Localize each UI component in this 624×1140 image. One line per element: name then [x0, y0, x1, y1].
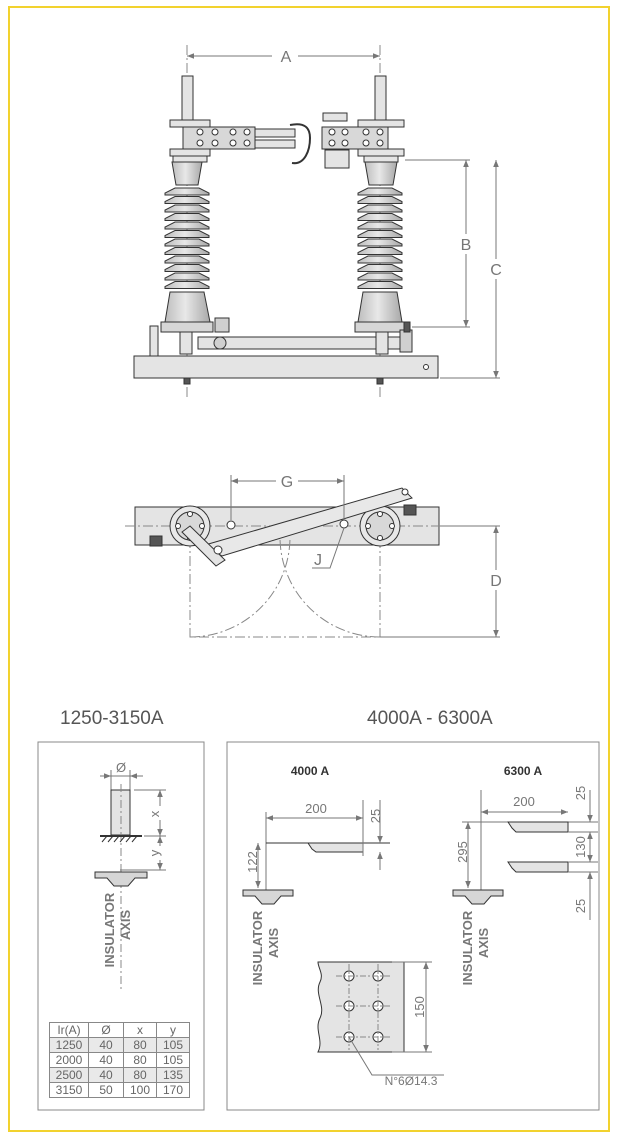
table-cell: 40 [88, 1037, 124, 1053]
insulator-shed [164, 221, 210, 230]
table-cell: 170 [156, 1082, 190, 1098]
dim-130: 130 [573, 836, 588, 858]
dim-a-label: A [281, 49, 292, 66]
rating-table: Ir(A) Ø x y 1250 40 80 105 2000 40 80 10… [49, 1022, 190, 1098]
dim-200-4000: 200 [305, 801, 327, 816]
table-cell: 105 [156, 1037, 190, 1053]
table-header: x [123, 1022, 157, 1038]
table-cell: 2000 [49, 1052, 89, 1068]
table-header: y [156, 1022, 190, 1038]
x-label: x [147, 810, 162, 817]
dim-d-label: D [490, 573, 502, 590]
table-cell: 50 [88, 1082, 124, 1098]
table-cell: 80 [123, 1037, 157, 1053]
table-cell: 40 [88, 1067, 124, 1083]
table-cell: 80 [123, 1067, 157, 1083]
top-view [125, 472, 504, 638]
table-header-row: Ir(A) Ø x y [49, 1022, 190, 1038]
insulator-shed [357, 221, 403, 230]
table-row: 2000 40 80 105 [49, 1052, 190, 1068]
label-4000a: 4000 A [291, 764, 330, 778]
insulator-shed [357, 187, 403, 196]
dim-c-label: C [490, 262, 502, 279]
table-cell: 135 [156, 1067, 190, 1083]
insulator-shed [164, 204, 210, 213]
right-6300-axis-label: AXIS [476, 928, 491, 959]
dim-200-6300: 200 [513, 794, 535, 809]
dim-150: 150 [412, 996, 427, 1018]
y-label: y [147, 849, 162, 856]
insulator-shed [357, 238, 403, 247]
insulator-shed [357, 255, 403, 264]
table-cell: 105 [156, 1052, 190, 1068]
insulator-shed [357, 264, 403, 272]
right-4000-axis-label: AXIS [266, 928, 281, 959]
dim-b-label: B [461, 237, 472, 254]
table-cell: 100 [123, 1082, 157, 1098]
right-detail-panel [226, 741, 600, 1111]
insulator-shed [164, 213, 210, 221]
right-6300-insulator-label: INSULATOR [460, 910, 475, 985]
left-axis-label: AXIS [118, 910, 133, 941]
right-4000-insulator-label: INSULATOR [250, 910, 265, 985]
front-view [133, 45, 504, 400]
table-header: Ir(A) [49, 1022, 89, 1038]
insulator-shed [357, 272, 403, 281]
dim-122: 122 [245, 851, 260, 873]
insulator-shed [164, 272, 210, 281]
insulator-shed [164, 281, 210, 289]
insulator-shed [357, 196, 403, 204]
insulator-shed [164, 196, 210, 204]
dim-g-label: G [281, 474, 293, 491]
title-4000-6300a: 4000A - 6300A [367, 708, 493, 729]
table-cell: 80 [123, 1052, 157, 1068]
dim-25-4000: 25 [368, 809, 383, 823]
insulator-shed [357, 247, 403, 255]
insulator-shed [357, 230, 403, 238]
insulator-shed [164, 187, 210, 196]
title-1250-3150a: 1250-3150A [60, 708, 164, 729]
table-row: 1250 40 80 105 [49, 1037, 190, 1053]
insulator-shed [164, 255, 210, 264]
table-row: 3150 50 100 170 [49, 1082, 190, 1098]
table-cell: 1250 [49, 1037, 89, 1053]
insulator-shed [164, 264, 210, 272]
dim-295: 295 [455, 841, 470, 863]
table-row: 2500 40 80 135 [49, 1067, 190, 1083]
dim-25-6300-bottom: 25 [573, 899, 588, 913]
left-insulator-label: INSULATOR [102, 892, 117, 967]
holes-label: N°6Ø14.3 [385, 1074, 438, 1088]
insulator-shed [357, 204, 403, 213]
insulator-shed [164, 238, 210, 247]
dim-25-6300-top: 25 [573, 786, 588, 800]
table-cell: 3150 [49, 1082, 89, 1098]
insulator-shed [357, 213, 403, 221]
insulator-shed [357, 281, 403, 289]
table-header: Ø [88, 1022, 124, 1038]
diameter-label: Ø [116, 760, 126, 775]
label-6300a: 6300 A [504, 764, 543, 778]
table-cell: 2500 [49, 1067, 89, 1083]
insulator-shed [164, 247, 210, 255]
table-cell: 40 [88, 1052, 124, 1068]
dim-j-label: J [314, 552, 322, 569]
insulator-shed [164, 230, 210, 238]
